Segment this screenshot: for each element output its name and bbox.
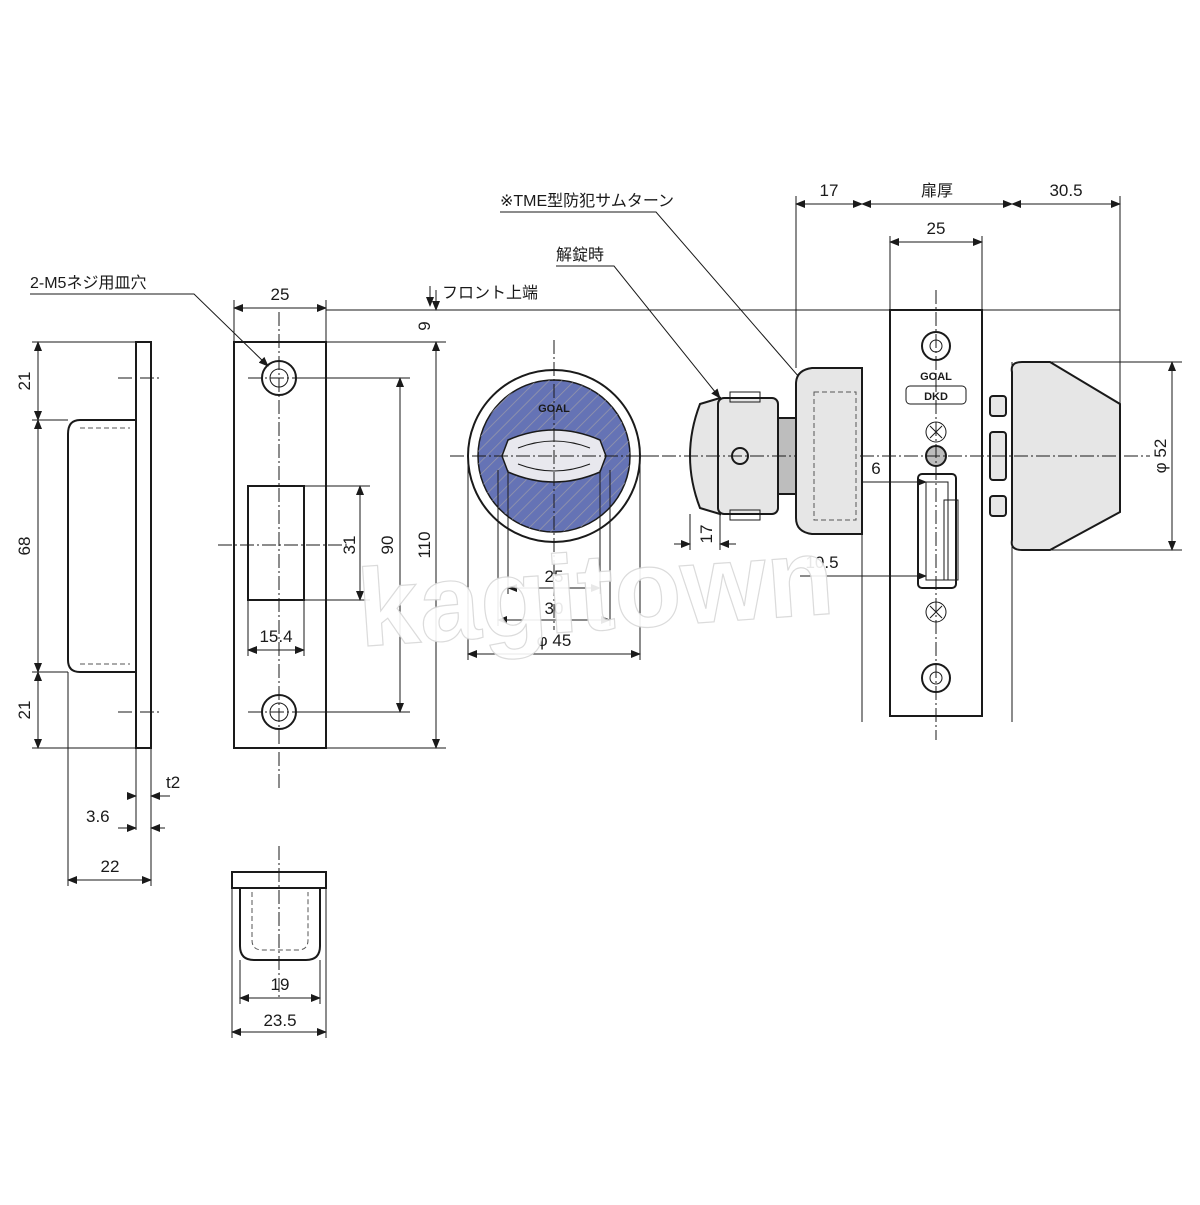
- callout-thumbturn-text: ※TME型防犯サムターン: [500, 192, 674, 210]
- dim-thumb-grip: 25: [545, 567, 564, 586]
- dim-bolt: 6: [871, 459, 880, 478]
- dim-front-width: 25: [271, 285, 290, 304]
- callout-front-top-text: フロント上端: [442, 284, 538, 302]
- callout-front-top: フロント上端: [326, 284, 1120, 311]
- dim-thumb-diameter: φ 45: [537, 631, 572, 650]
- dim-side-thickness: t2: [166, 773, 180, 792]
- dim-door-thickness: 扉厚: [921, 182, 953, 200]
- inner-escutcheon: [795, 367, 863, 535]
- thumbturn-front-view: GOAL 25 30 φ 45: [450, 340, 658, 660]
- dim-front-opening-height: 31: [340, 536, 359, 555]
- callout-unlocked: 解錠時: [556, 246, 721, 399]
- strike-side-view: 21 68 21 t2 3.6 22: [15, 341, 180, 886]
- strike-front-view: 25 31 90 110 9 15.4: [218, 285, 446, 790]
- dim-box-outer: 23.5: [263, 1011, 296, 1030]
- dim-thumb-projection: 17: [697, 525, 716, 544]
- dim-lock-diameter: φ 52: [1151, 439, 1170, 474]
- callout-thumbturn: ※TME型防犯サムターン: [500, 192, 813, 393]
- dim-box-inner: 19: [271, 975, 290, 994]
- dim-backset: 10.5: [805, 553, 838, 572]
- dim-front-offset: 9: [415, 321, 434, 330]
- dim-side-bottom: 21: [15, 701, 34, 720]
- dim-front-opening-width: 15.4: [259, 627, 292, 646]
- dim-front-total: 110: [415, 531, 434, 558]
- dim-side-top: 21: [15, 372, 34, 391]
- dim-lock-front-width: 25: [927, 219, 946, 238]
- lock-brand-top: GOAL: [920, 371, 952, 383]
- callout-unlocked-text: 解錠時: [556, 246, 604, 264]
- dim-cylinder: 30.5: [1049, 181, 1082, 200]
- deadbolt: [917, 473, 957, 589]
- dim-front-pitch: 90: [378, 536, 397, 555]
- dim-thumb-width: 30: [545, 599, 564, 618]
- dim-side-middle: 68: [15, 537, 34, 556]
- strike-box-view: 19 23.5: [231, 846, 327, 1038]
- dim-side-depth-small: 3.6: [86, 807, 110, 826]
- callout-m5-text: 2-M5ネジ用皿穴: [30, 274, 146, 292]
- dim-escutcheon: 17: [820, 181, 839, 200]
- thumbturn-side-view: 17: [640, 391, 870, 550]
- dim-side-depth: 22: [101, 857, 120, 876]
- callout-m5: 2-M5ネジ用皿穴: [30, 274, 269, 367]
- lock-body-view: GOAL DKD 17 扉厚 30.5 25 φ 52: [795, 181, 1182, 740]
